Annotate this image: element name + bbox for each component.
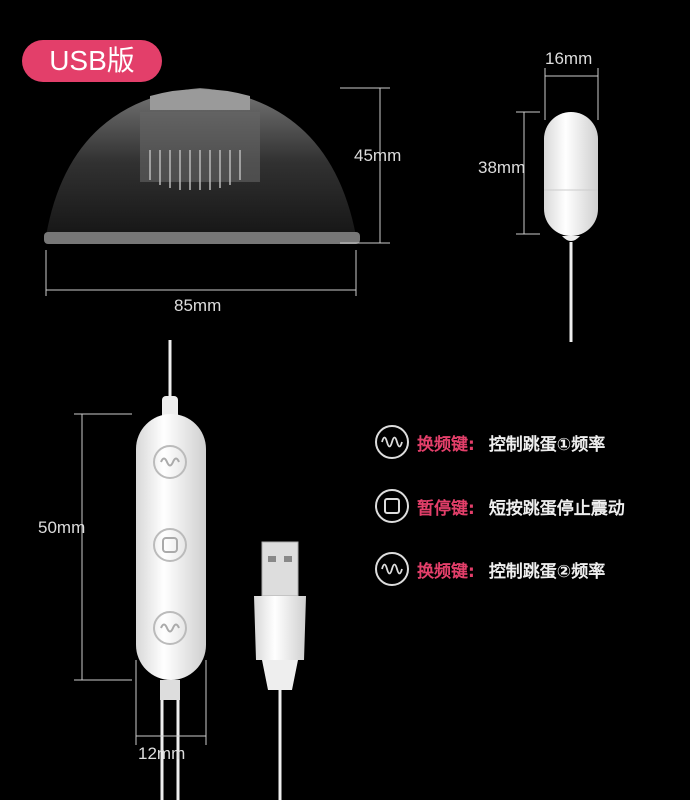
suction-cup-image: [44, 88, 360, 244]
egg-height-label: 38mm: [478, 158, 526, 177]
egg-dimension-lines: [516, 68, 599, 235]
legend-row: 换频键: 控制跳蛋①频率: [375, 422, 605, 462]
legend-row: 暂停键: 短按跳蛋停止震动: [375, 486, 625, 526]
legend-desc: 短按跳蛋停止震动: [488, 498, 625, 519]
remote-dimension-lines: [74, 413, 207, 745]
legend-desc: 控制跳蛋①频率: [488, 434, 606, 455]
remote-width-label: 12mm: [138, 744, 186, 763]
legend-desc: 控制跳蛋②频率: [488, 561, 606, 582]
cup-width-label: 85mm: [174, 296, 222, 315]
remote-height-label: 50mm: [38, 518, 86, 537]
cup-height-label: 45mm: [354, 146, 402, 165]
remote-control-image: [136, 340, 206, 800]
usb-version-badge: USB版: [22, 40, 162, 82]
cup-dimension-lines: [45, 87, 390, 296]
stop-button-icon: [375, 489, 409, 523]
legend-key: 暂停键:: [417, 498, 475, 519]
bullet-egg-image: [544, 112, 598, 342]
wave-icon: [375, 425, 409, 459]
legend-key: 换频键:: [417, 561, 475, 582]
legend-row: 换频键: 控制跳蛋②频率: [375, 549, 605, 589]
wave-icon: [375, 552, 409, 586]
usb-plug-image: [254, 541, 306, 800]
legend-key: 换频键:: [417, 434, 475, 455]
egg-width-label: 16mm: [545, 49, 593, 68]
